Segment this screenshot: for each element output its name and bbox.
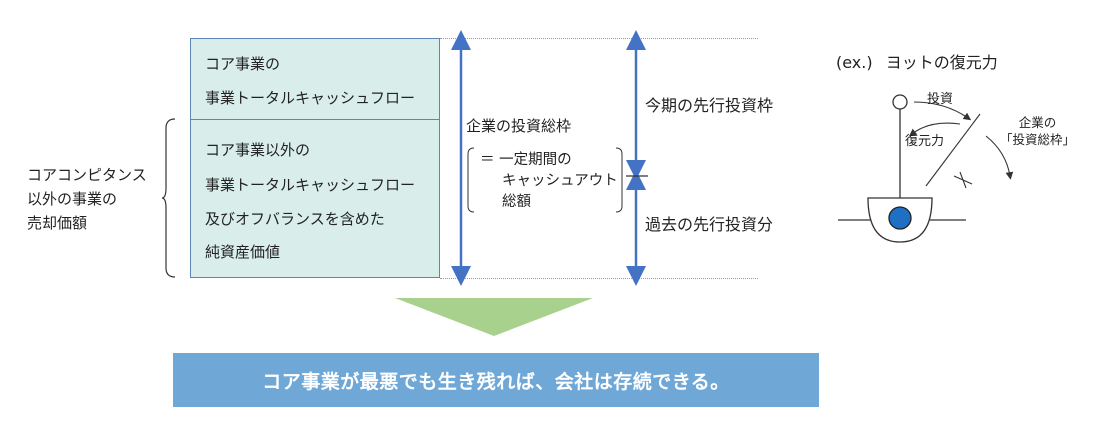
current-investment-label: 今期の先行投資枠	[645, 96, 774, 115]
bottom-reference-line	[440, 278, 758, 279]
definition-line-2: キャッシュアウト	[502, 173, 618, 189]
noncore-box-line-4: 純資産価値	[205, 243, 281, 261]
yacht-diagram	[838, 94, 1014, 243]
definition-line-1: ＝ 一定期間の	[480, 152, 572, 168]
yacht-title-prefix: (ex.)	[836, 53, 873, 72]
noncore-box-line-2: 事業トータルキャッシュフロー	[205, 176, 416, 194]
noncore-box-line-3: 及びオフバランスを含めた	[205, 210, 385, 228]
core-business-box: コア事業の 事業トータルキャッシュフロー	[190, 38, 440, 120]
mast-top-circle	[892, 94, 908, 110]
yacht-frame-line-2: 「投資総枠」	[1000, 132, 1076, 147]
left-brace	[162, 118, 176, 278]
investment-frame-definition: ＝ 一定期間の キャッシュアウト 総額	[480, 150, 618, 213]
left-label-line-1: コアコンピタンス	[27, 166, 147, 184]
noncore-box-line-1: コア事業以外の	[205, 141, 311, 159]
definition-bracket-right	[615, 147, 623, 213]
non-core-sale-value-label: コアコンピタンス 以外の事業の 売却価額	[27, 163, 147, 235]
yacht-title-text: ヨットの復元力	[885, 53, 998, 72]
definition-line-3: 総額	[502, 194, 531, 210]
yacht-title: (ex.) ヨットの復元力	[836, 55, 998, 71]
yacht-frame-line-1: 企業の	[1018, 115, 1057, 130]
restoring-curve-arrow	[908, 122, 961, 137]
tilt-line	[925, 113, 981, 187]
investment-curve-arrow	[913, 101, 972, 121]
top-reference-line	[440, 38, 758, 39]
keel-weight	[888, 206, 912, 230]
yacht-label-restoring: 復元力	[905, 134, 945, 149]
non-core-business-box: コア事業以外の 事業トータルキャッシュフロー 及びオフバランスを含めた 純資産価…	[190, 119, 440, 278]
cross-mark-2	[959, 171, 967, 189]
core-box-line-2: 事業トータルキャッシュフロー	[205, 89, 416, 107]
past-investment-label: 過去の先行投資分	[645, 215, 774, 234]
investment-arrows	[451, 30, 648, 286]
investment-frame-label: 企業の投資総枠	[466, 117, 572, 135]
left-label-line-3: 売却価額	[27, 214, 88, 232]
down-arrow	[395, 298, 593, 336]
core-box-line-1: コア事業の	[205, 55, 281, 73]
conclusion-banner: コア事業が最悪でも生き残れば、会社は存続できる。	[173, 353, 819, 407]
yacht-label-investment: 投資	[927, 92, 954, 107]
frame-curve-arrow	[985, 135, 1014, 180]
left-label-line-2: 以外の事業の	[27, 190, 118, 208]
yacht-label-frame: 企業の 「投資総枠」	[1000, 114, 1075, 148]
definition-bracket	[467, 147, 475, 213]
